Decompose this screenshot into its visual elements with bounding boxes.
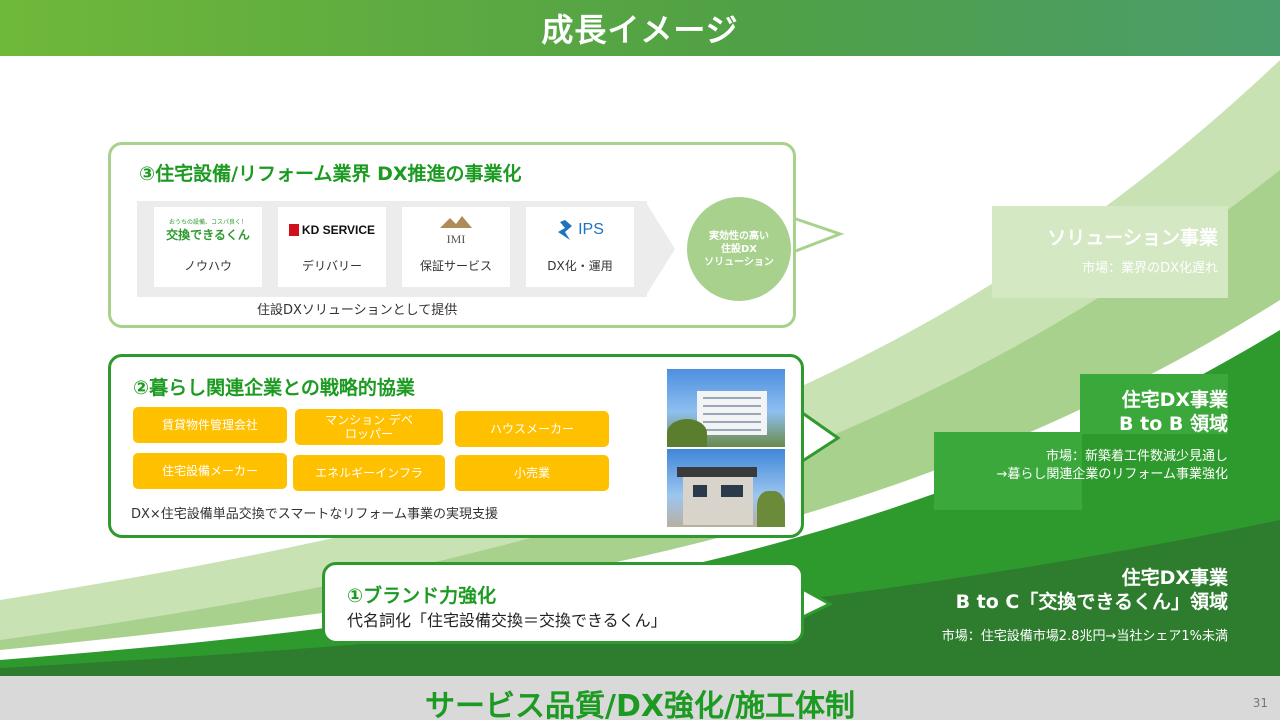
section3-title: ③住宅設備/リフォーム業界 DX推進の事業化: [139, 163, 522, 185]
partner-chip-equipment: 住宅設備メーカー: [133, 453, 287, 489]
partner-chip-energy: エネルギーインフラ: [293, 455, 445, 491]
solution-card-warranty: IMI 保証サービス: [402, 207, 510, 287]
section2-bubble: ②暮らし関連企業との戦略的協業 賃貸物件管理会社 マンション デベロッパー ハウ…: [108, 354, 804, 538]
solution-label-knowhow: ノウハウ: [183, 259, 232, 273]
ips-emblem-icon: [558, 220, 573, 240]
solution-market: 市場：業界のDX化遅れ: [1082, 261, 1218, 276]
btob-tile-bottom: [934, 432, 1082, 510]
solution-card-dx: IPS DX化・運用: [526, 207, 634, 287]
imi-logo: IMI: [402, 207, 510, 253]
section1-subtitle: 代名詞化「住宅設備交換＝交換できるくん」: [347, 611, 667, 630]
solution-label-dx: DX化・運用: [547, 259, 613, 273]
solution-band-arrow: [645, 201, 675, 297]
section1-bubble: ①ブランド力強化 代名詞化「住宅設備交換＝交換できるくん」: [322, 562, 804, 644]
section3-note: 住設DXソリューションとして提供: [257, 303, 458, 318]
btob-market-2: →暮らし関連企業のリフォーム事業強化: [996, 467, 1228, 482]
btoc-market: 市場：住宅設備市場2.8兆円→当社シェア1%未満: [941, 629, 1228, 644]
section3-bubble: ③住宅設備/リフォーム業界 DX推進の事業化 おうちの設備、コスパ良く！ 交換で…: [108, 142, 796, 328]
partner-chip-developer: マンション デベロッパー: [295, 409, 443, 445]
solution-card-delivery: KD SERVICE デリバリー: [278, 207, 386, 287]
imi-emblem-icon: [440, 215, 472, 228]
partner-chip-housemaker: ハウスメーカー: [455, 411, 609, 447]
partner-chip-retail: 小売業: [455, 455, 609, 491]
solution-tile: [992, 206, 1228, 298]
footer-bar: サービス品質/DX強化/施工体制 31: [0, 676, 1280, 720]
btob-title-1: 住宅DX事業: [1121, 389, 1228, 411]
solution-title: ソリューション事業: [1047, 227, 1218, 249]
koukan-logo: おうちの設備、コスパ良く！ 交換できるくん: [166, 219, 250, 242]
footer-title: サービス品質/DX強化/施工体制: [425, 689, 855, 720]
house-photo: [667, 449, 785, 527]
header-bar: 成長イメージ: [0, 0, 1280, 56]
solution-label-warranty: 保証サービス: [419, 259, 492, 273]
page-number: 31: [1252, 696, 1268, 710]
btob-market-1: 市場：新築着工件数減少見通し: [1045, 449, 1228, 464]
kd-service-logo: KD SERVICE: [278, 207, 386, 253]
solution-card-knowhow: おうちの設備、コスパ良く！ 交換できるくん ノウハウ: [154, 207, 262, 287]
section2-note: DX×住宅設備単品交換でスマートなリフォーム事業の実現支援: [131, 507, 499, 522]
page-title: 成長イメージ: [541, 11, 739, 49]
solution-label-delivery: デリバリー: [301, 259, 362, 273]
btoc-title-1: 住宅DX事業: [1121, 567, 1228, 589]
btoc-title-2: B to C「交換できるくん」領域: [955, 591, 1228, 613]
office-building-photo: [667, 369, 785, 447]
btob-tile-top: [1080, 374, 1228, 434]
btob-title-2: B to B 領域: [1119, 413, 1228, 435]
section2-title: ②暮らし関連企業との戦略的協業: [133, 377, 415, 399]
partner-chip-rental: 賃貸物件管理会社: [133, 407, 287, 443]
dx-solution-circle: 実効性の高い 住設DX ソリューション: [687, 197, 791, 301]
section1-title: ①ブランド力強化: [347, 585, 497, 607]
ips-logo: IPS: [526, 207, 634, 253]
